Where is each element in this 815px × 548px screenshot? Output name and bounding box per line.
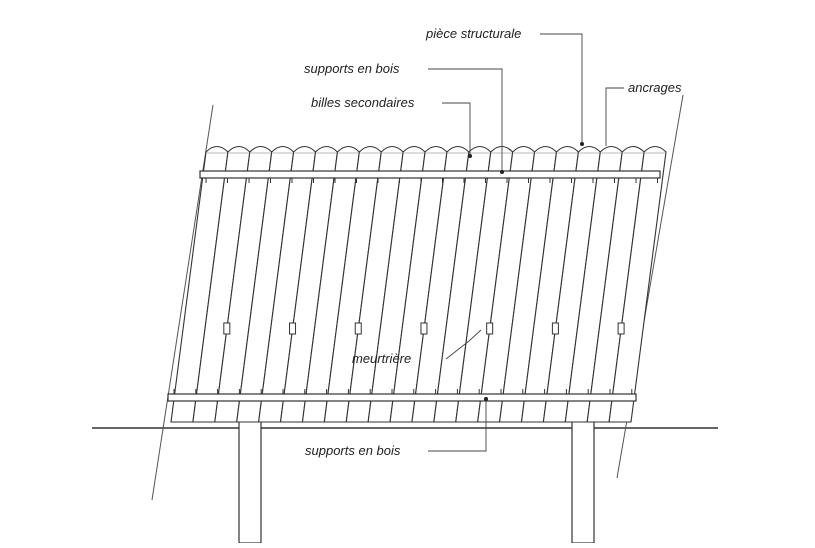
leader-piece-structurale xyxy=(540,33,583,144)
bottom-rail xyxy=(167,393,637,402)
leader-supports-top xyxy=(428,68,503,172)
leader-supports-bottom xyxy=(428,399,487,452)
arrow-slit xyxy=(289,322,297,335)
arrow-slit xyxy=(486,322,494,335)
bottom-rail-anchors xyxy=(173,389,633,394)
label-supports-en-bois-bottom: supports en bois xyxy=(305,443,401,458)
label-supports-en-bois-top: supports en bois xyxy=(304,61,400,76)
palisade-log xyxy=(608,145,667,423)
arrow-slit xyxy=(354,322,362,335)
label-piece-structurale: pièce structurale xyxy=(425,26,521,41)
top-rail xyxy=(199,170,661,179)
arrow-slit xyxy=(223,322,231,335)
leader-ancrages xyxy=(605,87,624,146)
arrow-slit xyxy=(551,322,559,335)
leader-lines xyxy=(428,33,624,452)
label-billes-secondaires: billes secondaires xyxy=(311,95,415,110)
top-rail-anchors xyxy=(205,178,658,183)
log-group xyxy=(170,145,667,423)
label-meurtriere: meurtrière xyxy=(352,351,411,366)
leader-dots xyxy=(468,142,584,401)
leader-meurtriere xyxy=(445,329,482,360)
leader-billes-secondaires xyxy=(442,102,471,156)
arrow-slit xyxy=(420,322,428,335)
arrow-slit xyxy=(617,322,625,335)
label-ancrages: ancrages xyxy=(628,80,682,95)
